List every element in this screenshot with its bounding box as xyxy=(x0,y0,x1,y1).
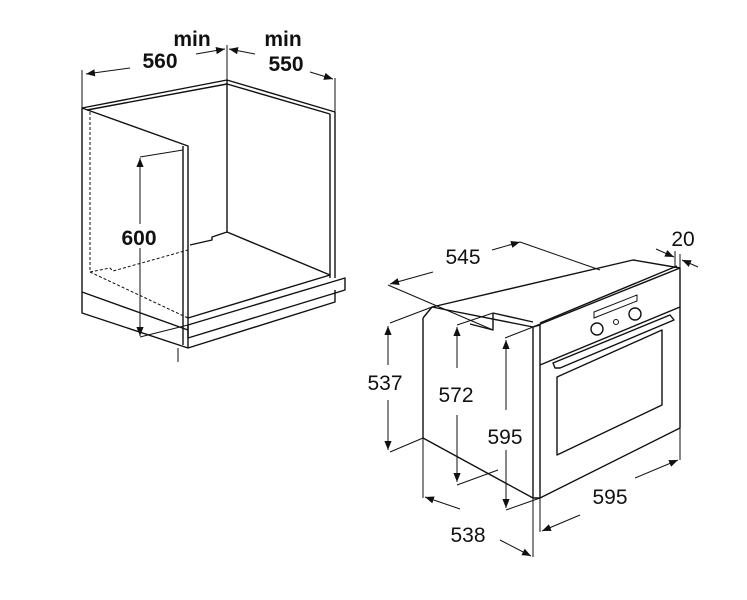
cabinet-height-value: 600 xyxy=(121,227,156,250)
cabinet-width-prefix: min xyxy=(173,28,210,51)
cabinet-width-value: 560 xyxy=(142,50,177,73)
oven-drawing xyxy=(384,241,699,557)
oven-depth-top-label: 545 xyxy=(445,246,480,269)
oven-front-height-label: 595 xyxy=(487,426,522,449)
oven-door-thickness-label: 20 xyxy=(671,228,694,251)
oven-front-width-label: 595 xyxy=(592,486,627,509)
oven-body-height-label: 537 xyxy=(367,372,402,395)
oven-niche-height-label: 572 xyxy=(438,384,473,407)
cabinet-depth-prefix: min xyxy=(264,28,301,51)
cabinet-drawing xyxy=(81,45,346,362)
cabinet-depth-value: 550 xyxy=(268,53,303,76)
oven-body-depth-label: 538 xyxy=(450,524,485,547)
